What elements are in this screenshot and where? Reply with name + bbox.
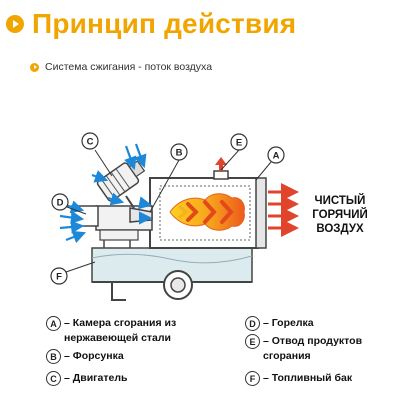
legend-text-e: – Отвод продуктов сгорания [263,335,363,362]
legend-item-c: C – Двигатель [46,371,127,386]
callout-a: A [267,146,285,164]
output-label-line-3: ВОЗДУХ [316,223,364,235]
legend-item-b: B – Форсунка [46,349,124,364]
callout-b: B [170,143,188,161]
subtitle-bullet-icon [30,62,39,72]
callout-lines [65,149,272,273]
flame-icon [169,193,245,231]
legend-letter-b: B [46,349,61,364]
legend-letter-e: E [245,334,260,349]
legend-item-a: A – Камера сгорания из нержавеющей стали [46,316,176,346]
callout-b-letter: B [176,148,183,159]
page-header: Принцип действия [6,6,296,42]
legend-item-f: F – Топливный бак [245,371,352,386]
legend-text-d: – Горелка [263,317,314,329]
hot-air-arrows [268,183,299,237]
callout-a-letter: A [273,151,280,162]
legend-text-a: – Камера сгорания из нержавеющей стали [64,317,177,344]
callout-f-letter: F [56,272,62,283]
legend-item-d: D – Горелка [245,316,314,331]
wheel-icon [163,270,193,300]
legend-letter-f: F [245,371,260,386]
section-subheading: Система сжигания - поток воздуха [30,61,212,73]
callout-e-letter: E [236,138,242,149]
legend-letter-d: D [245,316,260,331]
title-bullet-icon [6,15,24,33]
callout-c: C [81,132,99,150]
callout-c-letter: C [87,137,94,148]
legend-item-e: E – Отвод продуктов сгорания [245,334,362,364]
section-subtitle: Система сжигания - поток воздуха [45,61,213,73]
intake-air-arrows [59,143,153,244]
front-stand [111,282,126,301]
legend-text-b: – Форсунка [64,350,124,362]
output-label: ЧИСТЫЙ ГОРЯЧИЙ ВОЗДУХ [312,194,368,235]
callout-d: D [51,193,69,211]
callout-f: F [50,267,68,285]
callout-e: E [230,133,248,151]
output-label-line-2: ГОРЯЧИЙ [312,208,368,221]
output-label-line-1: ЧИСТЫЙ [315,194,366,207]
legend-letter-c: C [46,371,61,386]
legend-letter-a: A [46,316,61,331]
page-title: Принцип действия [32,8,297,39]
callout-d-letter: D [57,198,64,209]
legend-text-f: – Топливный бак [263,372,353,384]
legend-text-c: – Двигатель [64,372,128,384]
exhaust-outlet [213,157,229,180]
